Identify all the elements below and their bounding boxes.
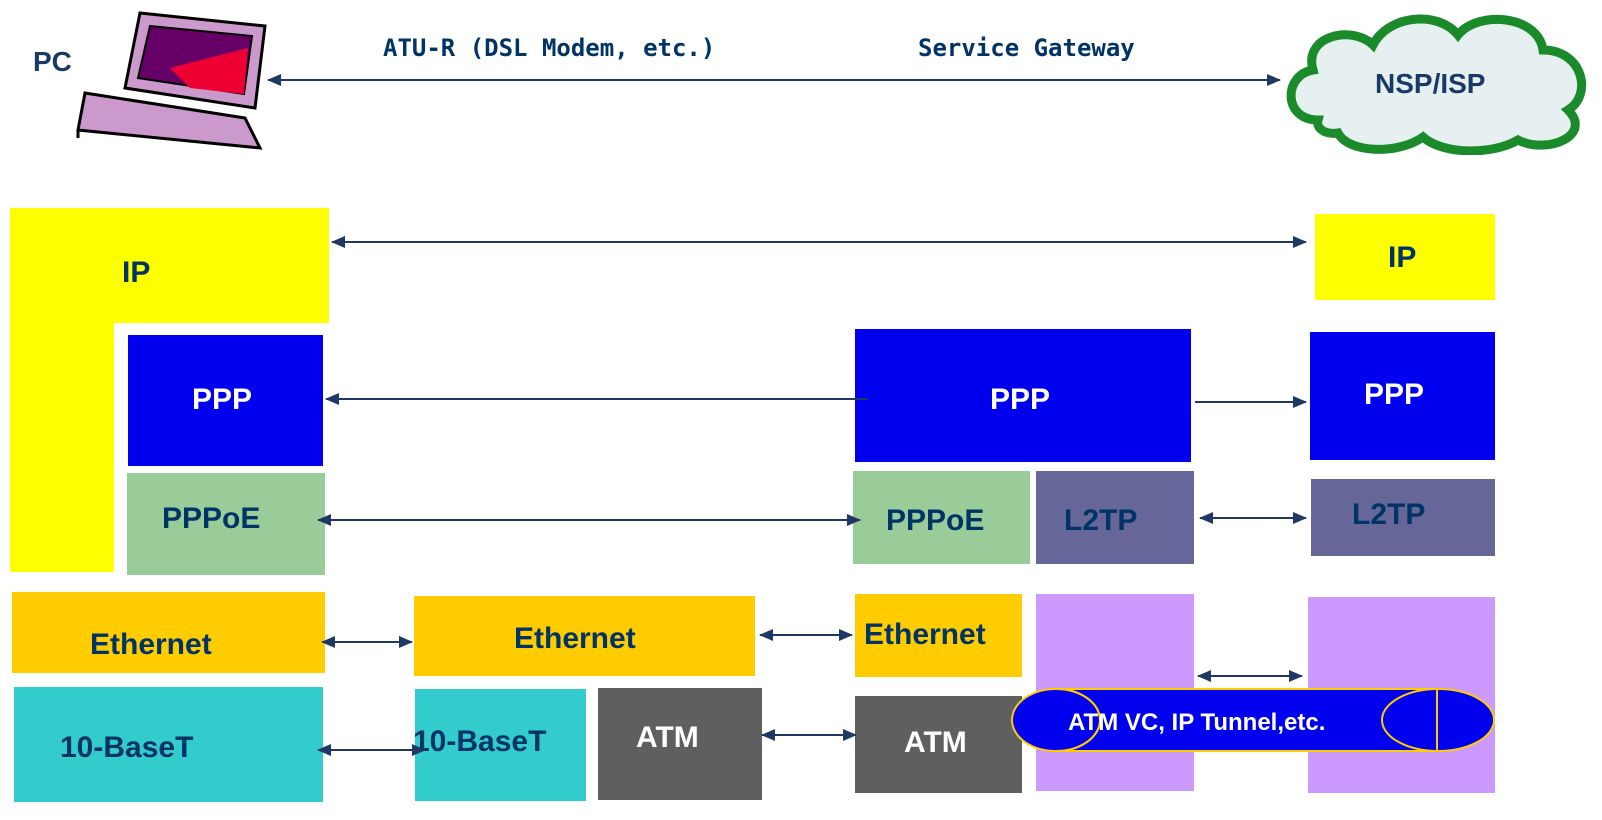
l2tp-label-mid: L2TP — [1064, 504, 1138, 537]
l2tp-block-right — [1311, 479, 1495, 556]
ethernet-block-gateway — [855, 594, 1022, 677]
ip-block-left-column — [10, 300, 114, 572]
tenbaset-block-modem — [415, 689, 586, 801]
ip-label-right: IP — [1388, 241, 1417, 274]
cloud-icon — [1286, 14, 1587, 155]
ppp-label-right: PPP — [1364, 378, 1425, 411]
pppoe-label-left: PPPoE — [162, 502, 261, 535]
pc-icon — [76, 11, 267, 150]
pppoe-block-mid — [853, 471, 1030, 564]
ethernet-block-left — [12, 592, 325, 673]
atm-block-modem — [598, 688, 762, 800]
pppoe-label-mid: PPPoE — [886, 504, 985, 537]
ppp-block-left — [128, 335, 323, 466]
ethernet-label-left: Ethernet — [90, 628, 212, 661]
atm-label-modem: ATM — [636, 721, 699, 754]
atu-r-label: ATU-R (DSL Modem, etc.) — [383, 34, 716, 62]
ip-label-left: IP — [122, 256, 151, 289]
ethernet-block-modem — [414, 596, 755, 676]
ethernet-label-modem: Ethernet — [514, 622, 636, 655]
tenbaset-block-left — [14, 687, 323, 802]
ethernet-label-gateway: Ethernet — [864, 618, 986, 651]
ppp-label-mid: PPP — [990, 383, 1051, 416]
pppoe-block-left — [127, 473, 325, 575]
ppp-label-left: PPP — [192, 383, 253, 416]
tunnel-label: ATM VC, IP Tunnel,etc. — [1068, 709, 1326, 736]
tunnel-pipe — [1011, 688, 1495, 752]
tenbaset-label-modem: 10-BaseT — [413, 725, 547, 758]
l2tp-block-mid — [1036, 471, 1194, 564]
atm-block-gateway — [855, 696, 1022, 793]
ppp-block-mid — [855, 329, 1191, 462]
l2tp-label-right: L2TP — [1352, 498, 1426, 531]
atm-label-gateway: ATM — [904, 726, 967, 759]
ppp-block-right — [1310, 332, 1495, 460]
ip-block-right — [1315, 214, 1495, 300]
pc-label: PC — [33, 46, 72, 77]
nsp-isp-label: NSP/ISP — [1375, 68, 1486, 99]
service-gateway-label: Service Gateway — [918, 34, 1135, 62]
tenbaset-label-left: 10-BaseT — [60, 731, 194, 764]
